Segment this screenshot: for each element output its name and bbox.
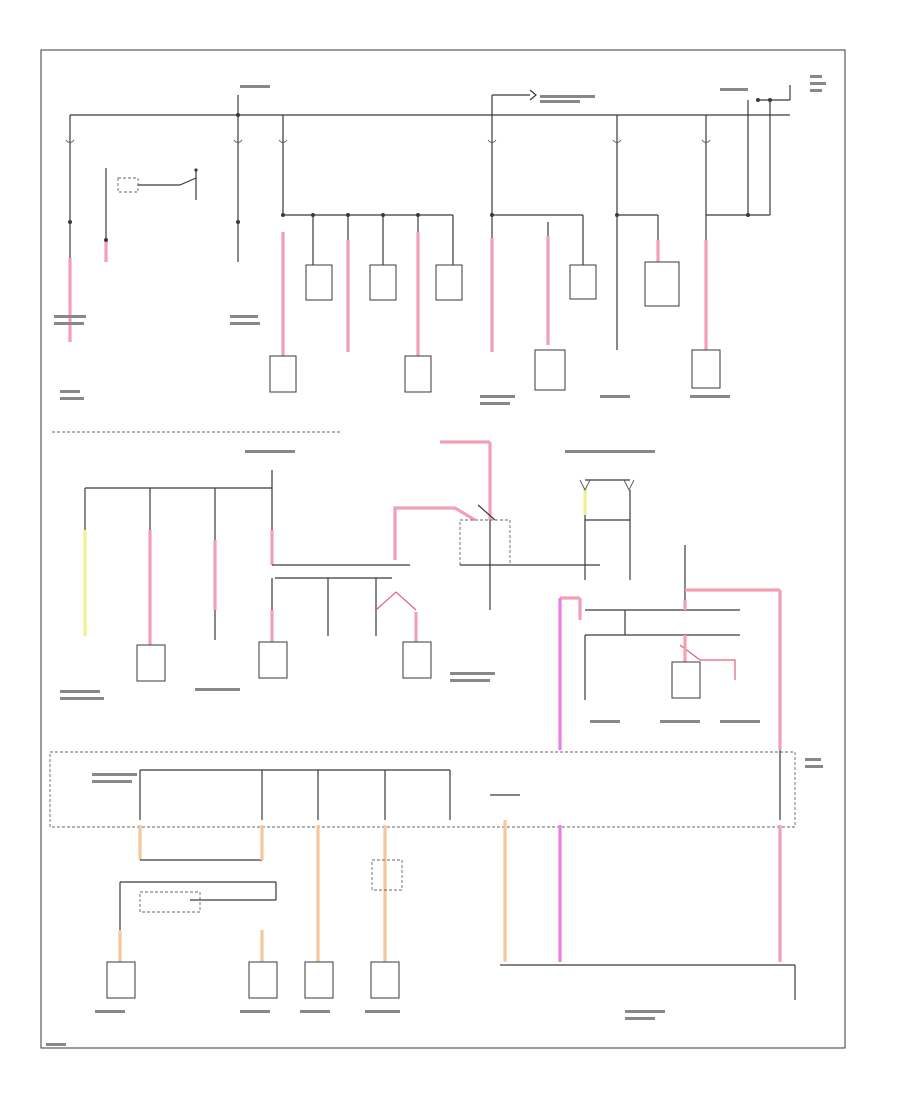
middle-left-bus [83,470,432,682]
circuit-group-right-top [487,100,771,391]
component-label-marks [46,75,826,1046]
top-power-bus [70,85,791,117]
middle-right-group [558,479,782,750]
middle-center-relay [393,440,600,610]
fuse-block-bottom [49,750,796,828]
bottom-circuits [106,820,796,1000]
diagram-frame [40,49,846,1049]
circuit-column-3 [233,115,243,262]
circuit-column-2-switch [104,168,198,262]
circuit-column-1 [65,115,75,342]
injector-feed-bus [269,115,463,393]
